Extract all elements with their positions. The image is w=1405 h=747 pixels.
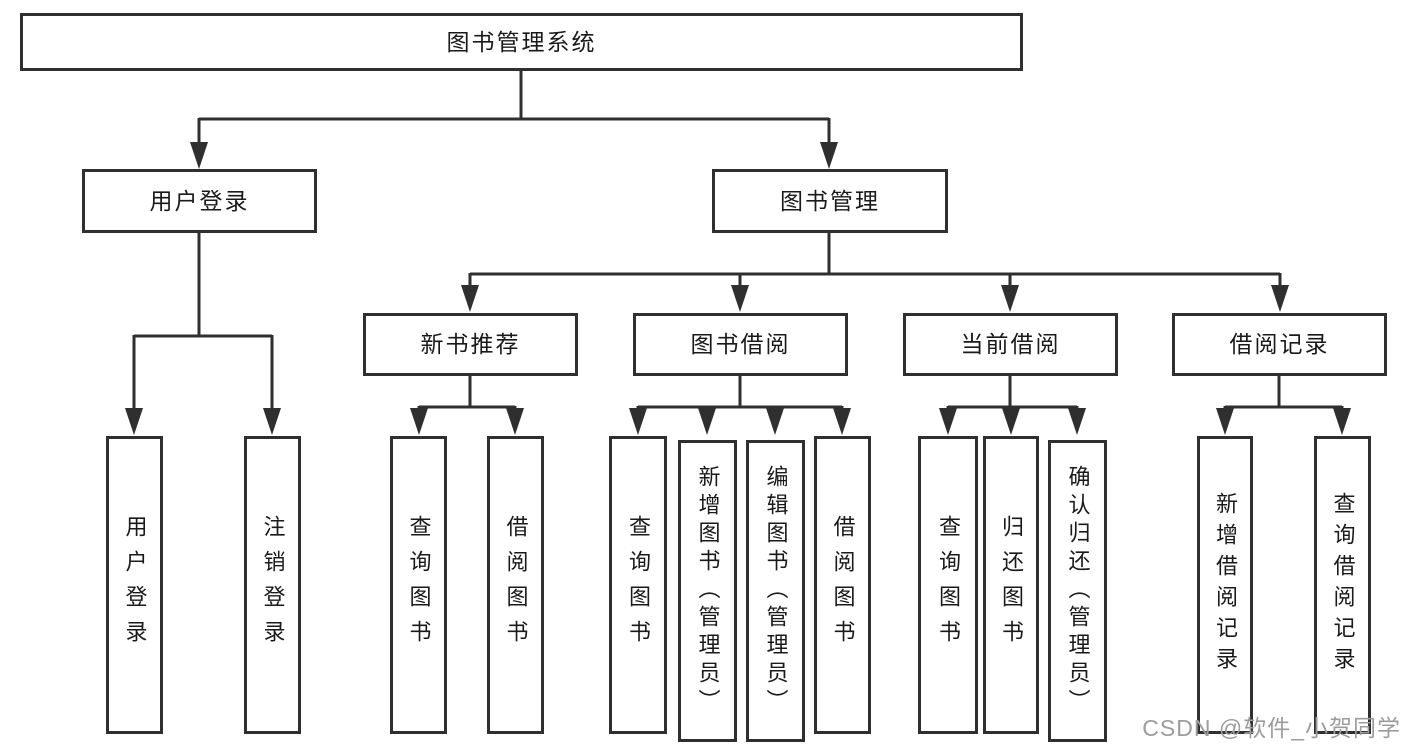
arrow-down-icon xyxy=(1333,408,1351,435)
connector-borrow-records xyxy=(1223,376,1344,409)
node-borrow-records: 借阅记录 xyxy=(1172,313,1387,376)
arrow-down-icon xyxy=(410,408,428,435)
csdn-watermark: CSDN @软件_小贺同学 xyxy=(1142,715,1401,741)
arrow-down-icon xyxy=(1002,408,1020,435)
arrow-down-icon xyxy=(190,142,208,169)
leaf-logout: 注销登录 xyxy=(244,436,301,734)
leaf-borrow-books-1: 借阅图书 xyxy=(487,436,544,734)
connector-root xyxy=(197,70,831,143)
arrow-down-icon xyxy=(629,408,647,435)
arrow-down-icon xyxy=(1216,408,1234,435)
arrow-down-icon xyxy=(820,142,838,169)
leaf-edit-books-admin: 编辑图书（管理员） xyxy=(746,440,805,742)
leaf-confirm-return-admin: 确认归还（管理员） xyxy=(1048,440,1107,742)
arrow-down-icon xyxy=(1068,408,1086,435)
connector-current-borrow xyxy=(946,376,1079,409)
connector-book-management xyxy=(468,233,1282,286)
node-user-login: 用户登录 xyxy=(82,169,317,233)
arrow-down-icon xyxy=(731,285,749,312)
leaf-borrow-books-2: 借阅图书 xyxy=(814,436,871,734)
node-current-borrow: 当前借阅 xyxy=(903,313,1118,376)
leaf-add-borrow-record: 新增借阅记录 xyxy=(1197,436,1253,734)
leaf-query-books-2: 查询图书 xyxy=(609,436,667,734)
arrow-down-icon xyxy=(1001,285,1019,312)
node-book-borrow: 图书借阅 xyxy=(633,313,848,376)
leaf-query-books-1: 查询图书 xyxy=(390,436,447,734)
arrow-down-icon xyxy=(833,408,851,435)
connector-user-login xyxy=(132,233,274,409)
arrow-down-icon xyxy=(506,408,524,435)
leaf-add-books-admin: 新增图书（管理员） xyxy=(678,440,737,742)
node-new-book-recommend: 新书推荐 xyxy=(363,313,578,376)
node-book-management: 图书管理 xyxy=(712,169,948,233)
leaf-return-books: 归还图书 xyxy=(983,436,1039,734)
arrow-down-icon xyxy=(263,408,281,435)
connector-book-borrow xyxy=(636,376,844,409)
arrow-down-icon xyxy=(461,285,479,312)
arrow-down-icon xyxy=(125,408,143,435)
node-library-management-system: 图书管理系统 xyxy=(20,13,1023,71)
arrow-down-icon xyxy=(1271,285,1289,312)
leaf-query-borrow-record: 查询借阅记录 xyxy=(1314,436,1371,734)
arrow-down-icon xyxy=(766,408,784,435)
connector-new-book-recommend xyxy=(417,376,517,409)
arrow-down-icon xyxy=(939,408,957,435)
arrow-down-icon xyxy=(698,408,716,435)
leaf-query-books-3: 查询图书 xyxy=(918,436,978,734)
leaf-user-login: 用户登录 xyxy=(106,436,163,734)
